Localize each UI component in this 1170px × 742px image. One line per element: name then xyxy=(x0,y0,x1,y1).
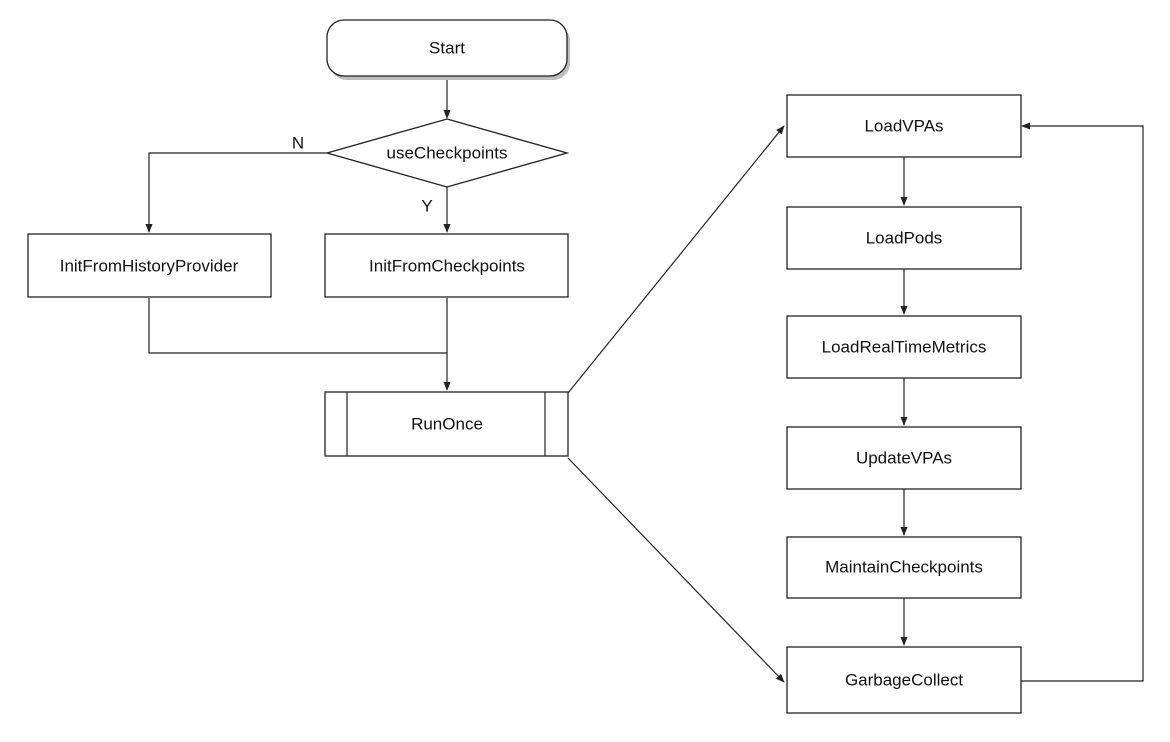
run-once-box: RunOnce xyxy=(324,391,569,457)
loop-step-label: MaintainCheckpoints xyxy=(825,558,983,577)
loop-step-label: LoadPods xyxy=(866,229,943,248)
branch-yes-label: Y xyxy=(421,197,432,216)
connector-runonce-to-loadvpas xyxy=(567,125,785,394)
decision-use-checkpoints: useCheckpoints xyxy=(324,118,570,188)
loop-step-garbage-collect: GarbageCollect xyxy=(786,646,1022,714)
connector-runonce-to-garbagecollect xyxy=(567,457,785,683)
start-label: Start xyxy=(429,39,465,58)
init-history-label: InitFromHistoryProvider xyxy=(60,257,239,276)
loop-step-load-pods: LoadPods xyxy=(786,206,1022,270)
init-from-checkpoints-box: InitFromCheckpoints xyxy=(324,233,569,298)
init-checkpoints-label: InitFromCheckpoints xyxy=(369,257,525,276)
loop-step-update-vpas: UpdateVPAs xyxy=(786,426,1022,490)
run-once-label: RunOnce xyxy=(411,415,483,434)
connector-loop-back xyxy=(1021,122,1144,682)
init-from-history-provider-box: InitFromHistoryProvider xyxy=(27,233,272,298)
loop-step-label: LoadVPAs xyxy=(864,117,943,136)
loop-step-label: UpdateVPAs xyxy=(856,449,952,468)
branch-no-label: N xyxy=(292,134,304,153)
connector-history-to-merge xyxy=(148,298,447,354)
connectors xyxy=(145,80,1144,683)
loop-step-label: GarbageCollect xyxy=(845,671,963,690)
start-terminal: Start xyxy=(326,19,570,80)
loop-step-maintain-checkpoints: MaintainCheckpoints xyxy=(786,536,1022,599)
decision-label: useCheckpoints xyxy=(387,144,508,163)
loop-step-load-vpas: LoadVPAs xyxy=(786,94,1022,158)
connector-no-branch xyxy=(145,152,327,233)
loop-step-load-real-time-metrics: LoadRealTimeMetrics xyxy=(786,315,1022,379)
loop-step-label: LoadRealTimeMetrics xyxy=(822,338,987,357)
